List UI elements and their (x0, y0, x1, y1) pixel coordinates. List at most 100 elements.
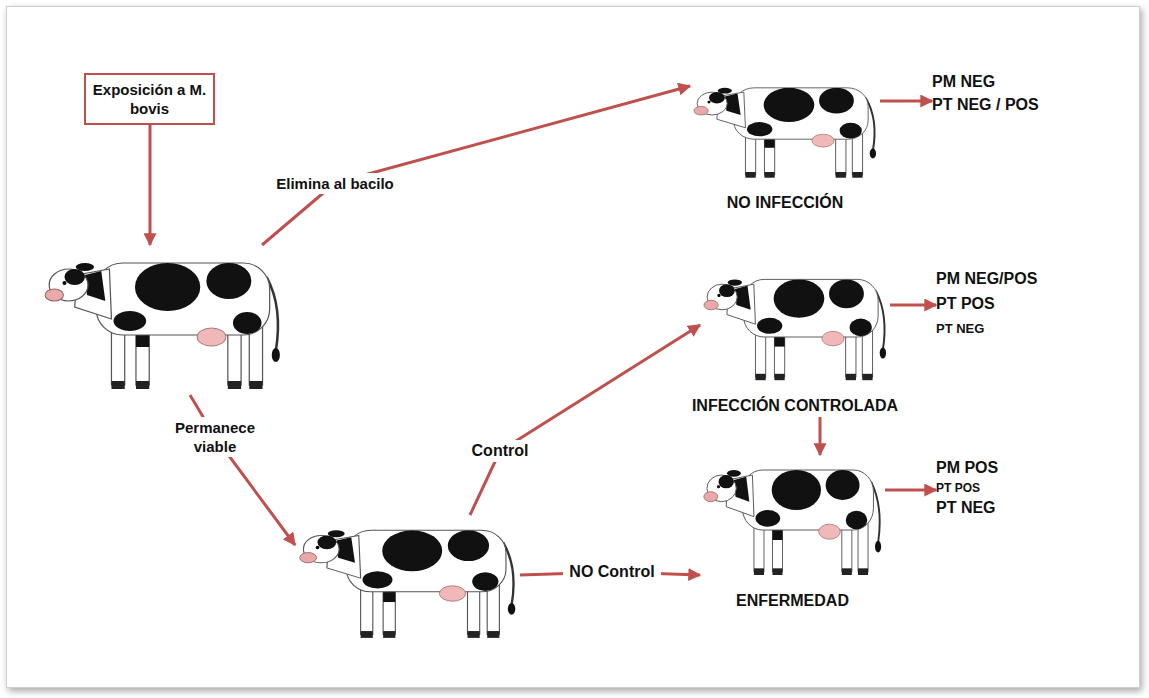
cow-nose (45, 289, 63, 301)
cow-hoof (836, 172, 846, 178)
cow-hoof (755, 374, 765, 380)
cow-patch (206, 263, 251, 299)
cow-hoof (249, 381, 262, 389)
cow-patches (757, 279, 872, 336)
test-result: PT NEG (936, 498, 998, 518)
cow-patch (233, 312, 262, 334)
cow-figure: INFECCIÓN CONTROLADA (700, 265, 890, 417)
cow-hoof (383, 631, 395, 638)
cow-illustration (40, 245, 285, 395)
flow-arrow (262, 86, 690, 245)
cow-udder (822, 331, 844, 345)
cow-patch (756, 510, 781, 527)
flow-arrow (890, 304, 936, 307)
cow-head-patch (719, 284, 735, 297)
cow-eye (717, 294, 720, 297)
cow-patch (819, 88, 854, 114)
cow-eye (62, 281, 66, 285)
cow-patch (135, 263, 200, 311)
result-list: PM NEG/POSPT POSPT NEG (936, 266, 1037, 341)
test-result: PM NEG (932, 70, 1039, 93)
cow-udder (197, 328, 226, 346)
cow-patch (764, 88, 815, 122)
cow-figure: ENFERMEDAD (700, 455, 885, 612)
test-result: PT POS (936, 478, 998, 498)
cow-nose (694, 106, 708, 115)
cow-figure (295, 515, 520, 643)
cow-hoof (745, 172, 755, 178)
cow-patches (747, 88, 862, 139)
box-text: Exposición a M. bovis (92, 80, 207, 118)
cow-udder (439, 586, 465, 601)
cow-caption: NO INFECCIÓN (727, 192, 843, 214)
edge-label: Permanece viable (156, 417, 274, 457)
cow-patch (826, 470, 860, 500)
result-list: PM POSPT POSPT NEG (936, 458, 998, 518)
cow-hoof (852, 172, 862, 178)
cow-patch (829, 279, 864, 308)
cow-patch (382, 530, 442, 571)
cow-udder (812, 134, 834, 147)
cow-hoof (361, 631, 373, 638)
cow-hoof (772, 568, 782, 575)
cow-patches (756, 470, 868, 529)
cow-eye (707, 101, 710, 104)
cow-patch (757, 318, 782, 334)
flow-arrow (819, 417, 822, 455)
cow-body (347, 530, 506, 591)
cow-hoof (774, 374, 784, 380)
test-result: PT NEG / POS (932, 93, 1039, 116)
cow-tail-tuft (870, 148, 876, 158)
flow-arrow (470, 325, 700, 515)
cow-patch (846, 511, 868, 529)
cow-hoof (862, 374, 872, 380)
cow-patch (747, 122, 772, 136)
cow-eye (316, 546, 320, 549)
cow-illustration (690, 75, 880, 182)
cow-illustration (700, 455, 885, 580)
test-result: PM POS (936, 458, 998, 478)
cow-patches (363, 530, 499, 591)
flow-arrow (885, 489, 936, 492)
cow-tail-tuft (880, 347, 886, 358)
cow-hoof (842, 568, 852, 575)
cow-body (96, 263, 270, 335)
test-result: PM NEG/POS (936, 266, 1037, 291)
cow-tail-tuft (875, 541, 881, 553)
cow-body (742, 470, 873, 530)
cow-patches (114, 263, 262, 334)
cow-figure (40, 245, 285, 395)
edge-label: Control (469, 440, 532, 462)
test-result: PT NEG (936, 316, 1037, 341)
cow-illustration (295, 515, 520, 643)
cow-hoof (487, 631, 499, 638)
edge-label: Elimina al bacilo (273, 173, 397, 194)
cow-caption: ENFERMEDAD (736, 590, 849, 612)
cow-patch (114, 311, 147, 331)
cow-head-patch (719, 475, 734, 488)
cow-patch (774, 279, 825, 317)
cow-tail-tuft (508, 603, 516, 615)
cow-hoof (111, 381, 124, 389)
process-box: Exposición a M. bovis (84, 73, 215, 125)
cow-head-patch (65, 269, 85, 285)
cow-hoof (846, 374, 856, 380)
cow-nose (704, 492, 718, 502)
cow-patch (850, 319, 872, 337)
cow-nose (704, 300, 718, 310)
cow-udder (819, 524, 841, 539)
cow-patch (472, 572, 498, 591)
cow-body (734, 88, 869, 139)
cow-patch (772, 470, 821, 510)
test-result: PT POS (936, 291, 1037, 316)
flow-arrow (880, 100, 932, 103)
cow-hoof (468, 631, 480, 638)
cow-head-patch (318, 535, 337, 549)
cow-hoof (764, 172, 774, 178)
cow-hoof (858, 568, 868, 575)
cow-hoof (228, 381, 241, 389)
cow-tail-tuft (272, 348, 280, 362)
cow-patch (840, 123, 862, 139)
cow-illustration (700, 265, 890, 385)
